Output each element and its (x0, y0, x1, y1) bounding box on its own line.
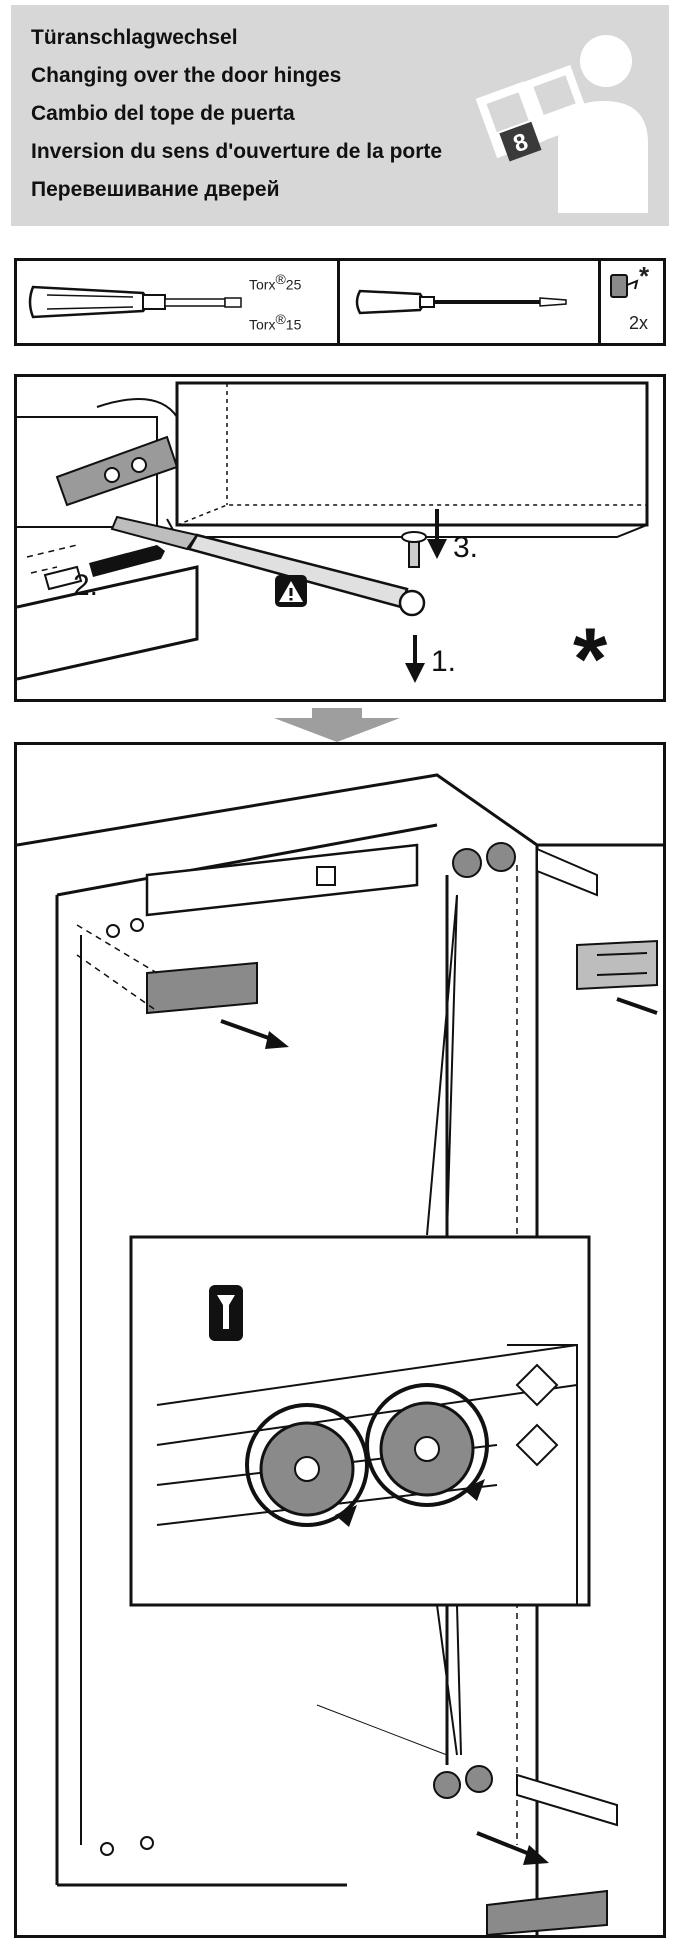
step-1-panel: 2. 3. 1. * (14, 374, 666, 702)
tools-asterisk: * (639, 261, 650, 291)
step-label-2: 2. (73, 569, 99, 602)
hinge-cover-removal-illustration (17, 773, 663, 1935)
quantity-label: 2x (629, 313, 649, 333)
cover-cap-icon (610, 274, 639, 298)
cover-part-cell: * 2x (601, 261, 663, 343)
next-step-arrow (274, 708, 400, 742)
step-label-3: 3. (453, 531, 479, 564)
title-russian: Перевешивание дверей (31, 178, 280, 201)
title-english: Changing over the door hinges (31, 64, 342, 87)
title-spanish: Cambio del tope de puerta (31, 102, 295, 125)
tools-bar: Torx®25 Torx®15 * 2x (14, 258, 666, 346)
warning-triangle-icon (275, 575, 307, 607)
torx-25-label: Torx®25 (249, 271, 302, 293)
header-banner: Türanschlagwechsel Changing over the doo… (11, 5, 669, 226)
step-label-1: 1. (431, 645, 457, 678)
torx-screwdriver-cell: Torx®25 Torx®15 (17, 261, 340, 343)
hinge-damper-removal-illustration (17, 381, 649, 683)
flat-screwdriver-icon (355, 289, 567, 315)
flat-screwdriver-cell (340, 261, 601, 343)
title-list: Türanschlagwechsel Changing over the doo… (31, 19, 442, 209)
screw-icon (209, 1285, 243, 1341)
step-1-asterisk: * (573, 609, 608, 702)
person-reading-manual-icon: 8 (475, 35, 648, 213)
title-german: Türanschlagwechsel (31, 26, 238, 49)
torx-15-label: Torx®15 (249, 311, 302, 333)
torx-screwdriver-icon (28, 285, 242, 319)
step-2-panel (14, 742, 666, 1938)
title-french: Inversion du sens d'ouverture de la port… (31, 140, 443, 163)
